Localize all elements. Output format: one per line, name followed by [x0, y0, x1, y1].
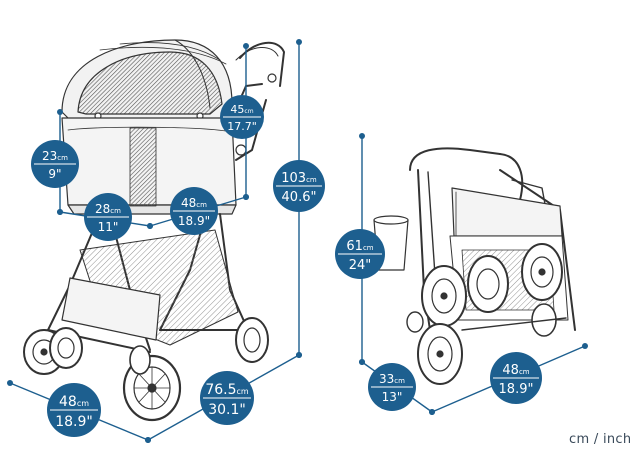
dimension-badge-folded-depth: 33cm 13"	[368, 363, 416, 411]
folded-wheel-small-left	[406, 311, 424, 333]
front-right-wheel	[49, 327, 83, 369]
badge-cm-unit: cm	[196, 201, 207, 209]
badge-cm-value: 48cm	[502, 363, 529, 378]
badge-cm-number: 76.5	[205, 382, 236, 398]
dimension-endpoint-total-length	[145, 437, 151, 443]
dimension-endpoint-seat-length	[147, 223, 153, 229]
unit-legend: cm / inch	[569, 432, 630, 447]
basket-front-panel	[61, 277, 161, 341]
dimension-endpoint-total-width	[7, 380, 13, 386]
badge-cm-value: 103cm	[281, 171, 317, 186]
dimension-badge-total-width: 48cm 18.9"	[47, 383, 101, 437]
dimension-endpoint-total-height	[296, 39, 302, 45]
badge-cm-unit: cm	[519, 368, 530, 376]
badge-cm-value: 61cm	[346, 239, 373, 254]
badge-cm-unit: cm	[77, 399, 89, 408]
badge-cm-unit: cm	[306, 176, 317, 184]
badge-inch-value: 9"	[48, 167, 61, 181]
badge-cm-number: 45	[230, 103, 244, 116]
badge-cm-unit: cm	[110, 207, 121, 215]
badge-cm-number: 48	[59, 394, 77, 410]
dimension-badge-total-height: 103cm 40.6"	[273, 160, 325, 212]
folded-handle	[409, 147, 501, 171]
dimension-endpoint-seat-width	[57, 209, 63, 215]
badge-cm-value: 48cm	[59, 394, 89, 410]
rear-right-wheel	[235, 317, 269, 363]
dimension-endpoint-seat-length	[243, 194, 249, 200]
badge-inch-value: 30.1"	[208, 402, 246, 418]
cabin-window	[129, 127, 157, 207]
dimension-endpoint-total-length	[296, 352, 302, 358]
badge-cm-number: 48	[181, 196, 196, 210]
dimension-endpoint-folded-depth	[359, 359, 365, 365]
badge-cm-value: 33cm	[379, 372, 405, 386]
folded-wheel-top-center	[467, 255, 509, 313]
dimension-endpoint-canopy-depth	[243, 43, 249, 49]
badge-cm-number: 103	[281, 171, 306, 186]
dimension-endpoint-folded-width	[582, 343, 588, 349]
badge-cm-value: 76.5cm	[205, 382, 249, 398]
middle-wheel	[129, 345, 151, 375]
badge-inch-value: 18.9"	[55, 414, 93, 430]
badge-cm-unit: cm	[394, 377, 405, 385]
dimension-badges: 45cm17.7"23cm9"28cm11"48cm18.9"103cm40.6…	[31, 95, 542, 437]
dimension-badge-folded-width: 48cm 18.9"	[490, 352, 542, 404]
badge-cm-unit: cm	[244, 108, 253, 115]
badge-inch-value: 18.9"	[499, 382, 534, 397]
badge-inch-value: 11"	[98, 220, 119, 234]
badge-cm-unit: cm	[236, 387, 248, 396]
dimension-badge-seat-length: 48cm 18.9"	[170, 187, 218, 235]
badge-inch-value: 18.9"	[178, 214, 210, 228]
dimension-badge-seat-height: 23cm 9"	[31, 140, 79, 188]
badge-cm-number: 23	[42, 149, 57, 163]
folded-wheel-top-right	[521, 243, 563, 301]
badge-cm-unit: cm	[363, 244, 374, 252]
brake-knob	[267, 73, 277, 83]
dimension-badge-total-length: 76.5cm 30.1"	[200, 371, 254, 425]
dimension-badge-folded-height: 61cm 24"	[335, 229, 385, 279]
dimension-endpoint-seat-height	[57, 109, 63, 115]
badge-inch-value: 17.7"	[227, 120, 257, 133]
badge-inch-value: 24"	[349, 258, 372, 273]
badge-inch-value: 13"	[382, 390, 403, 404]
badge-cm-unit: cm	[57, 154, 68, 162]
dimension-badge-canopy-depth: 45cm 17.7"	[220, 95, 264, 139]
badge-cm-number: 33	[379, 372, 394, 386]
badge-cm-value: 23cm	[42, 149, 68, 163]
badge-cm-value: 45cm	[230, 103, 253, 116]
badge-cm-number: 28	[95, 202, 110, 216]
folded-wheel-bottom	[417, 323, 463, 385]
dimension-badge-seat-width: 28cm 11"	[84, 193, 132, 241]
badge-cm-value: 28cm	[95, 202, 121, 216]
badge-cm-value: 48cm	[181, 196, 207, 210]
folded-wheel-top-left	[421, 265, 467, 327]
folded-canopy-panel	[451, 187, 563, 237]
badge-inch-value: 40.6"	[282, 190, 317, 205]
dimension-endpoint-folded-width	[429, 409, 435, 415]
badge-cm-number: 48	[502, 363, 519, 378]
folded-stroller-illustration	[373, 147, 576, 385]
dimension-endpoint-folded-height	[359, 133, 365, 139]
badge-cm-number: 61	[346, 239, 363, 254]
